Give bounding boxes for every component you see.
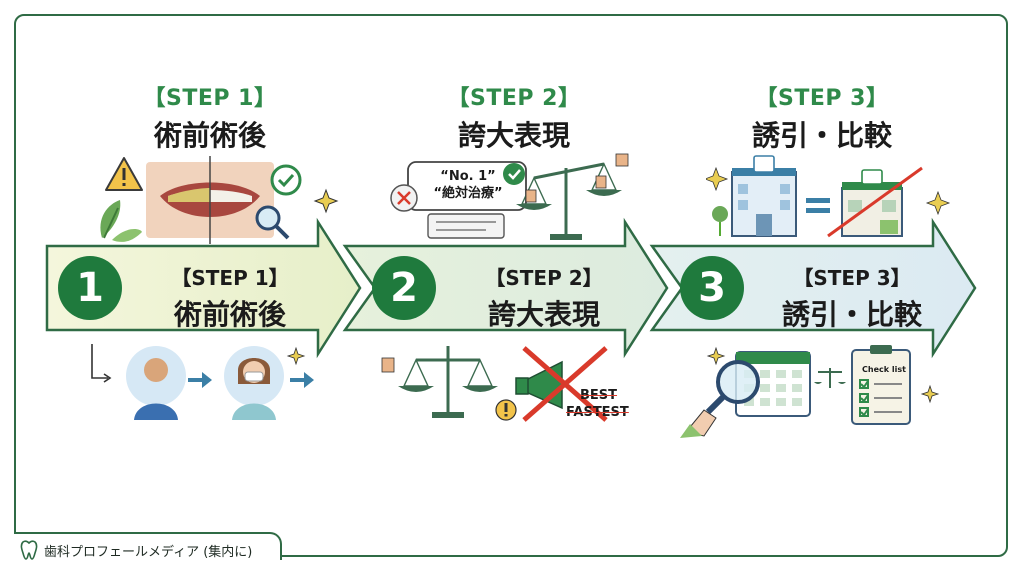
step2-arrow-label: 【STEP 2】 誇大表現 <box>444 262 644 333</box>
step2-heading: 【STEP 2】 誇大表現 <box>384 80 644 154</box>
step2-arrow <box>342 217 669 359</box>
step2-tag: 【STEP 2】 <box>447 86 581 111</box>
step3-title: 誘引・比較 <box>751 119 892 152</box>
step2-arrow-tag: 【STEP 2】 <box>485 266 603 290</box>
step1-number-badge: 1 <box>58 256 122 320</box>
step2-number-badge: 2 <box>372 256 436 320</box>
crossed-fastest-text: FASTEST <box>566 405 629 420</box>
step1-arrow-title: 術前術後 <box>173 298 286 331</box>
footer-tab <box>14 532 282 560</box>
crossed-best-text: BEST <box>580 388 618 403</box>
step3-tag: 【STEP 3】 <box>755 86 889 111</box>
checklist-label: Check list <box>862 365 906 374</box>
tooth-icon <box>20 540 38 560</box>
claim-no1-text: “No. 1” <box>440 169 496 184</box>
step2-title: 誇大表現 <box>457 119 570 152</box>
footer: 歯科プロフェールメディア (集内に) <box>20 538 252 562</box>
step1-arrow-tag: 【STEP 1】 <box>171 266 289 290</box>
step1-title: 術前術後 <box>153 119 266 152</box>
before-after-teeth-icon <box>100 156 339 244</box>
step1-heading: 【STEP 1】 術前術後 <box>80 80 340 154</box>
claim-speech-bubble: “No. 1” “絶対治療” <box>409 168 527 202</box>
search-calendar-checklist-icon <box>680 345 940 438</box>
step3-heading: 【STEP 3】 誘引・比較 <box>692 80 952 154</box>
claim-absolute-text: “絶対治療” <box>433 186 503 201</box>
step1-tag: 【STEP 1】 <box>143 86 277 111</box>
step1-arrow <box>45 217 362 359</box>
step3-arrow <box>649 217 977 359</box>
patient-masked-icon <box>91 344 314 420</box>
step3-arrow-tag: 【STEP 3】 <box>793 266 911 290</box>
clinic-comparison-icon <box>706 155 951 238</box>
step3-number-badge: 3 <box>680 256 744 320</box>
step3-arrow-label: 【STEP 3】 誘引・比較 <box>752 262 952 333</box>
exaggeration-scale-icon <box>390 153 629 240</box>
step2-arrow-title: 誇大表現 <box>487 298 600 331</box>
footer-brand-text: 歯科プロフェールメディア (集内に) <box>44 544 253 560</box>
crossed-megaphone-icon <box>381 346 608 422</box>
step3-arrow-title: 誘引・比較 <box>781 298 922 331</box>
step1-arrow-label: 【STEP 1】 術前術後 <box>130 262 330 333</box>
outer-frame <box>14 14 1008 557</box>
